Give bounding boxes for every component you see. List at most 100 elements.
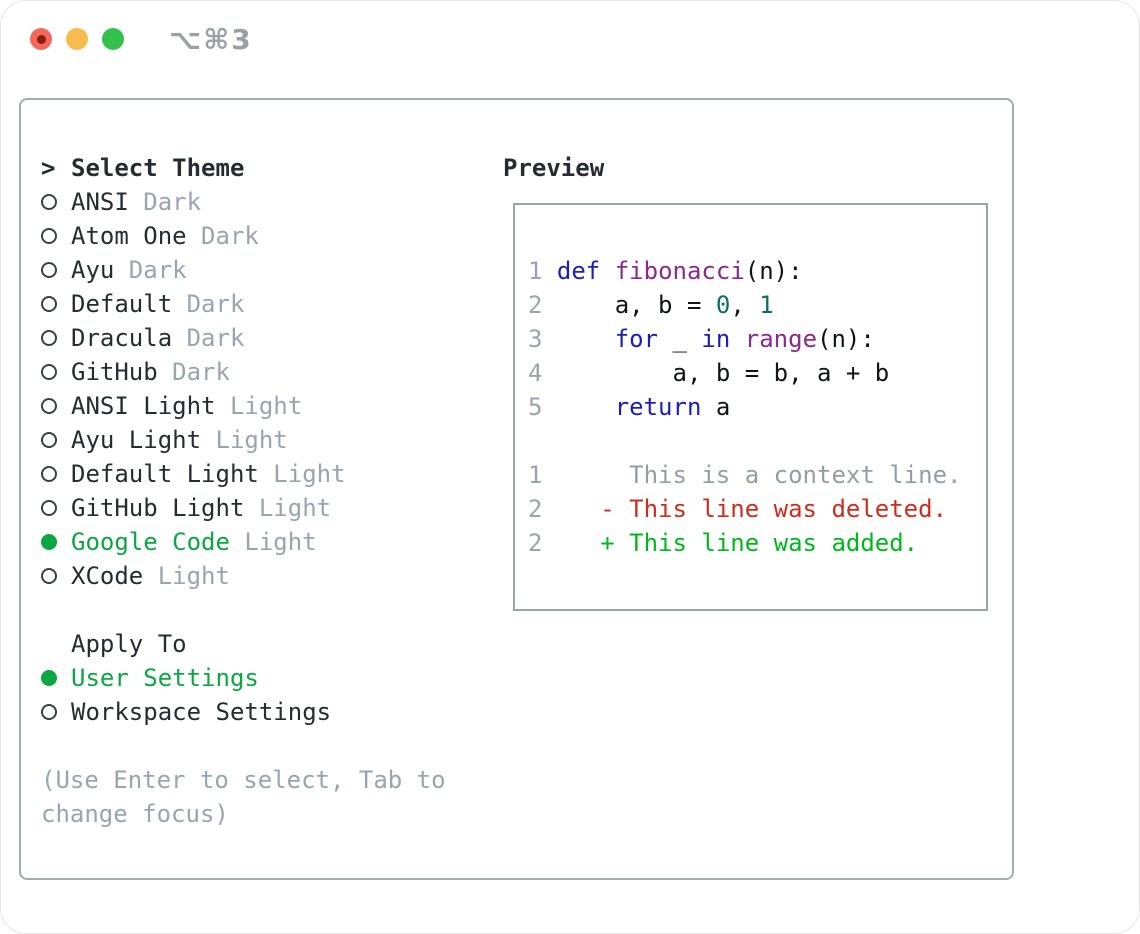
code-line: 2 + This line was added. (528, 526, 980, 560)
option-name: Google Code (71, 528, 230, 556)
code-line: 3 for _ in range(n): (528, 322, 980, 356)
code-token-pln: , (730, 291, 760, 319)
theme-option[interactable]: Google Code Light (41, 525, 446, 559)
radio-marker (41, 704, 71, 720)
radio-unselected-icon (41, 330, 57, 346)
radio-selected-icon (41, 534, 57, 550)
theme-option[interactable]: Ayu Light Light (41, 423, 446, 457)
code-line: 1 This is a context line. (528, 458, 980, 492)
apply-to-title: Apply To (71, 630, 187, 658)
code-token-pln: (n): (817, 325, 875, 353)
theme-option[interactable]: Ayu Dark (41, 253, 446, 287)
code-token-ctx: This is a context line. (542, 461, 962, 489)
option-name: ANSI Light (71, 392, 216, 420)
code-token-num: 3 (528, 325, 557, 353)
radio-marker (41, 466, 71, 482)
theme-variant-label: Dark (172, 324, 245, 352)
code-token-num: 2 (528, 529, 543, 557)
code-token-pln (557, 393, 615, 421)
code-line: 1 def fibonacci(n): (528, 254, 980, 288)
radio-unselected-icon (41, 466, 57, 482)
apply-to-option[interactable]: Workspace Settings (41, 695, 446, 729)
code-token-lit: 0 (715, 291, 731, 319)
spacer (41, 729, 446, 763)
code-line: 4 a, b = b, a + b (528, 356, 980, 390)
code-token-pln: a, b = b, a + b (556, 359, 890, 387)
option-label: Default Light Light (71, 460, 346, 488)
spacer (41, 593, 446, 627)
radio-unselected-icon (41, 364, 57, 380)
theme-option[interactable]: Default Light Light (41, 457, 446, 491)
close-button[interactable] (30, 28, 52, 50)
option-label: Google Code Light (71, 528, 317, 556)
select-theme-title: Select Theme (71, 154, 245, 182)
code-token-add: + This line was added. (542, 529, 919, 557)
option-name: ANSI (71, 188, 129, 216)
theme-option[interactable]: GitHub Light Light (41, 491, 446, 525)
select-theme-header: > Select Theme (41, 151, 446, 185)
apply-to-header: Apply To (41, 627, 446, 661)
theme-option[interactable]: ANSI Light Light (41, 389, 446, 423)
theme-option[interactable]: ANSI Dark (41, 185, 446, 219)
theme-variant-label: Dark (172, 290, 245, 318)
radio-marker (41, 670, 71, 686)
zoom-button[interactable] (102, 28, 124, 50)
radio-marker (41, 398, 71, 414)
code-line: 2 - This line was deleted. (528, 492, 980, 526)
option-label: XCode Light (71, 562, 230, 590)
theme-variant-label: Light (201, 426, 288, 454)
code-token-num: 5 (528, 393, 557, 421)
theme-option[interactable]: Default Dark (41, 287, 446, 321)
code-token-num: 1 (528, 257, 557, 285)
radio-unselected-icon (41, 568, 57, 584)
apply-to-option[interactable]: User Settings (41, 661, 446, 695)
theme-variant-label: Light (244, 494, 332, 522)
option-label: Ayu Dark (71, 256, 187, 284)
option-name: Ayu (71, 256, 115, 284)
option-name: Atom One (71, 222, 187, 250)
window-titlebar: ⌥⌘3 (1, 1, 1139, 77)
option-name: User Settings (71, 664, 259, 692)
radio-unselected-icon (41, 194, 57, 210)
code-token-pln: a, b = (556, 291, 716, 319)
preview-title: Preview (503, 154, 605, 182)
radio-marker (41, 296, 71, 312)
radio-unselected-icon (41, 500, 57, 516)
recording-dot-icon (36, 34, 46, 44)
option-label: User Settings (71, 664, 259, 692)
option-label: Workspace Settings (71, 698, 331, 726)
option-label: ANSI Dark (71, 188, 201, 216)
theme-option[interactable]: GitHub Dark (41, 355, 446, 389)
theme-option[interactable]: XCode Light (41, 559, 446, 593)
code-line: 5 return a (528, 390, 980, 424)
radio-selected-icon (41, 670, 57, 686)
selection-cursor-icon: > (41, 154, 56, 182)
radio-marker (41, 534, 71, 550)
option-label: ANSI Light Light (71, 392, 302, 420)
theme-option[interactable]: Atom One Dark (41, 219, 446, 253)
code-token-kwd: for (614, 325, 659, 353)
radio-marker (41, 500, 71, 516)
radio-marker (41, 364, 71, 380)
option-name: Default Light (71, 460, 259, 488)
code-token-pln: _ (658, 325, 702, 353)
minimize-button[interactable] (66, 28, 88, 50)
radio-marker (41, 330, 71, 346)
radio-unselected-icon (41, 398, 57, 414)
theme-variant-label: Light (258, 460, 346, 488)
theme-variant-label: Dark (128, 188, 202, 216)
preview-pane: 1 def fibonacci(n): 2 a, b = 0, 1 3 for _ … (513, 203, 988, 611)
code-token-num: 1 (528, 461, 543, 489)
theme-variant-label: Dark (157, 358, 230, 386)
code-line (528, 424, 980, 458)
theme-option[interactable]: Dracula Dark (41, 321, 446, 355)
help-text-line: (Use Enter to select, Tab to (41, 766, 446, 794)
radio-unselected-icon (41, 262, 57, 278)
theme-variant-label: Dark (114, 256, 187, 284)
